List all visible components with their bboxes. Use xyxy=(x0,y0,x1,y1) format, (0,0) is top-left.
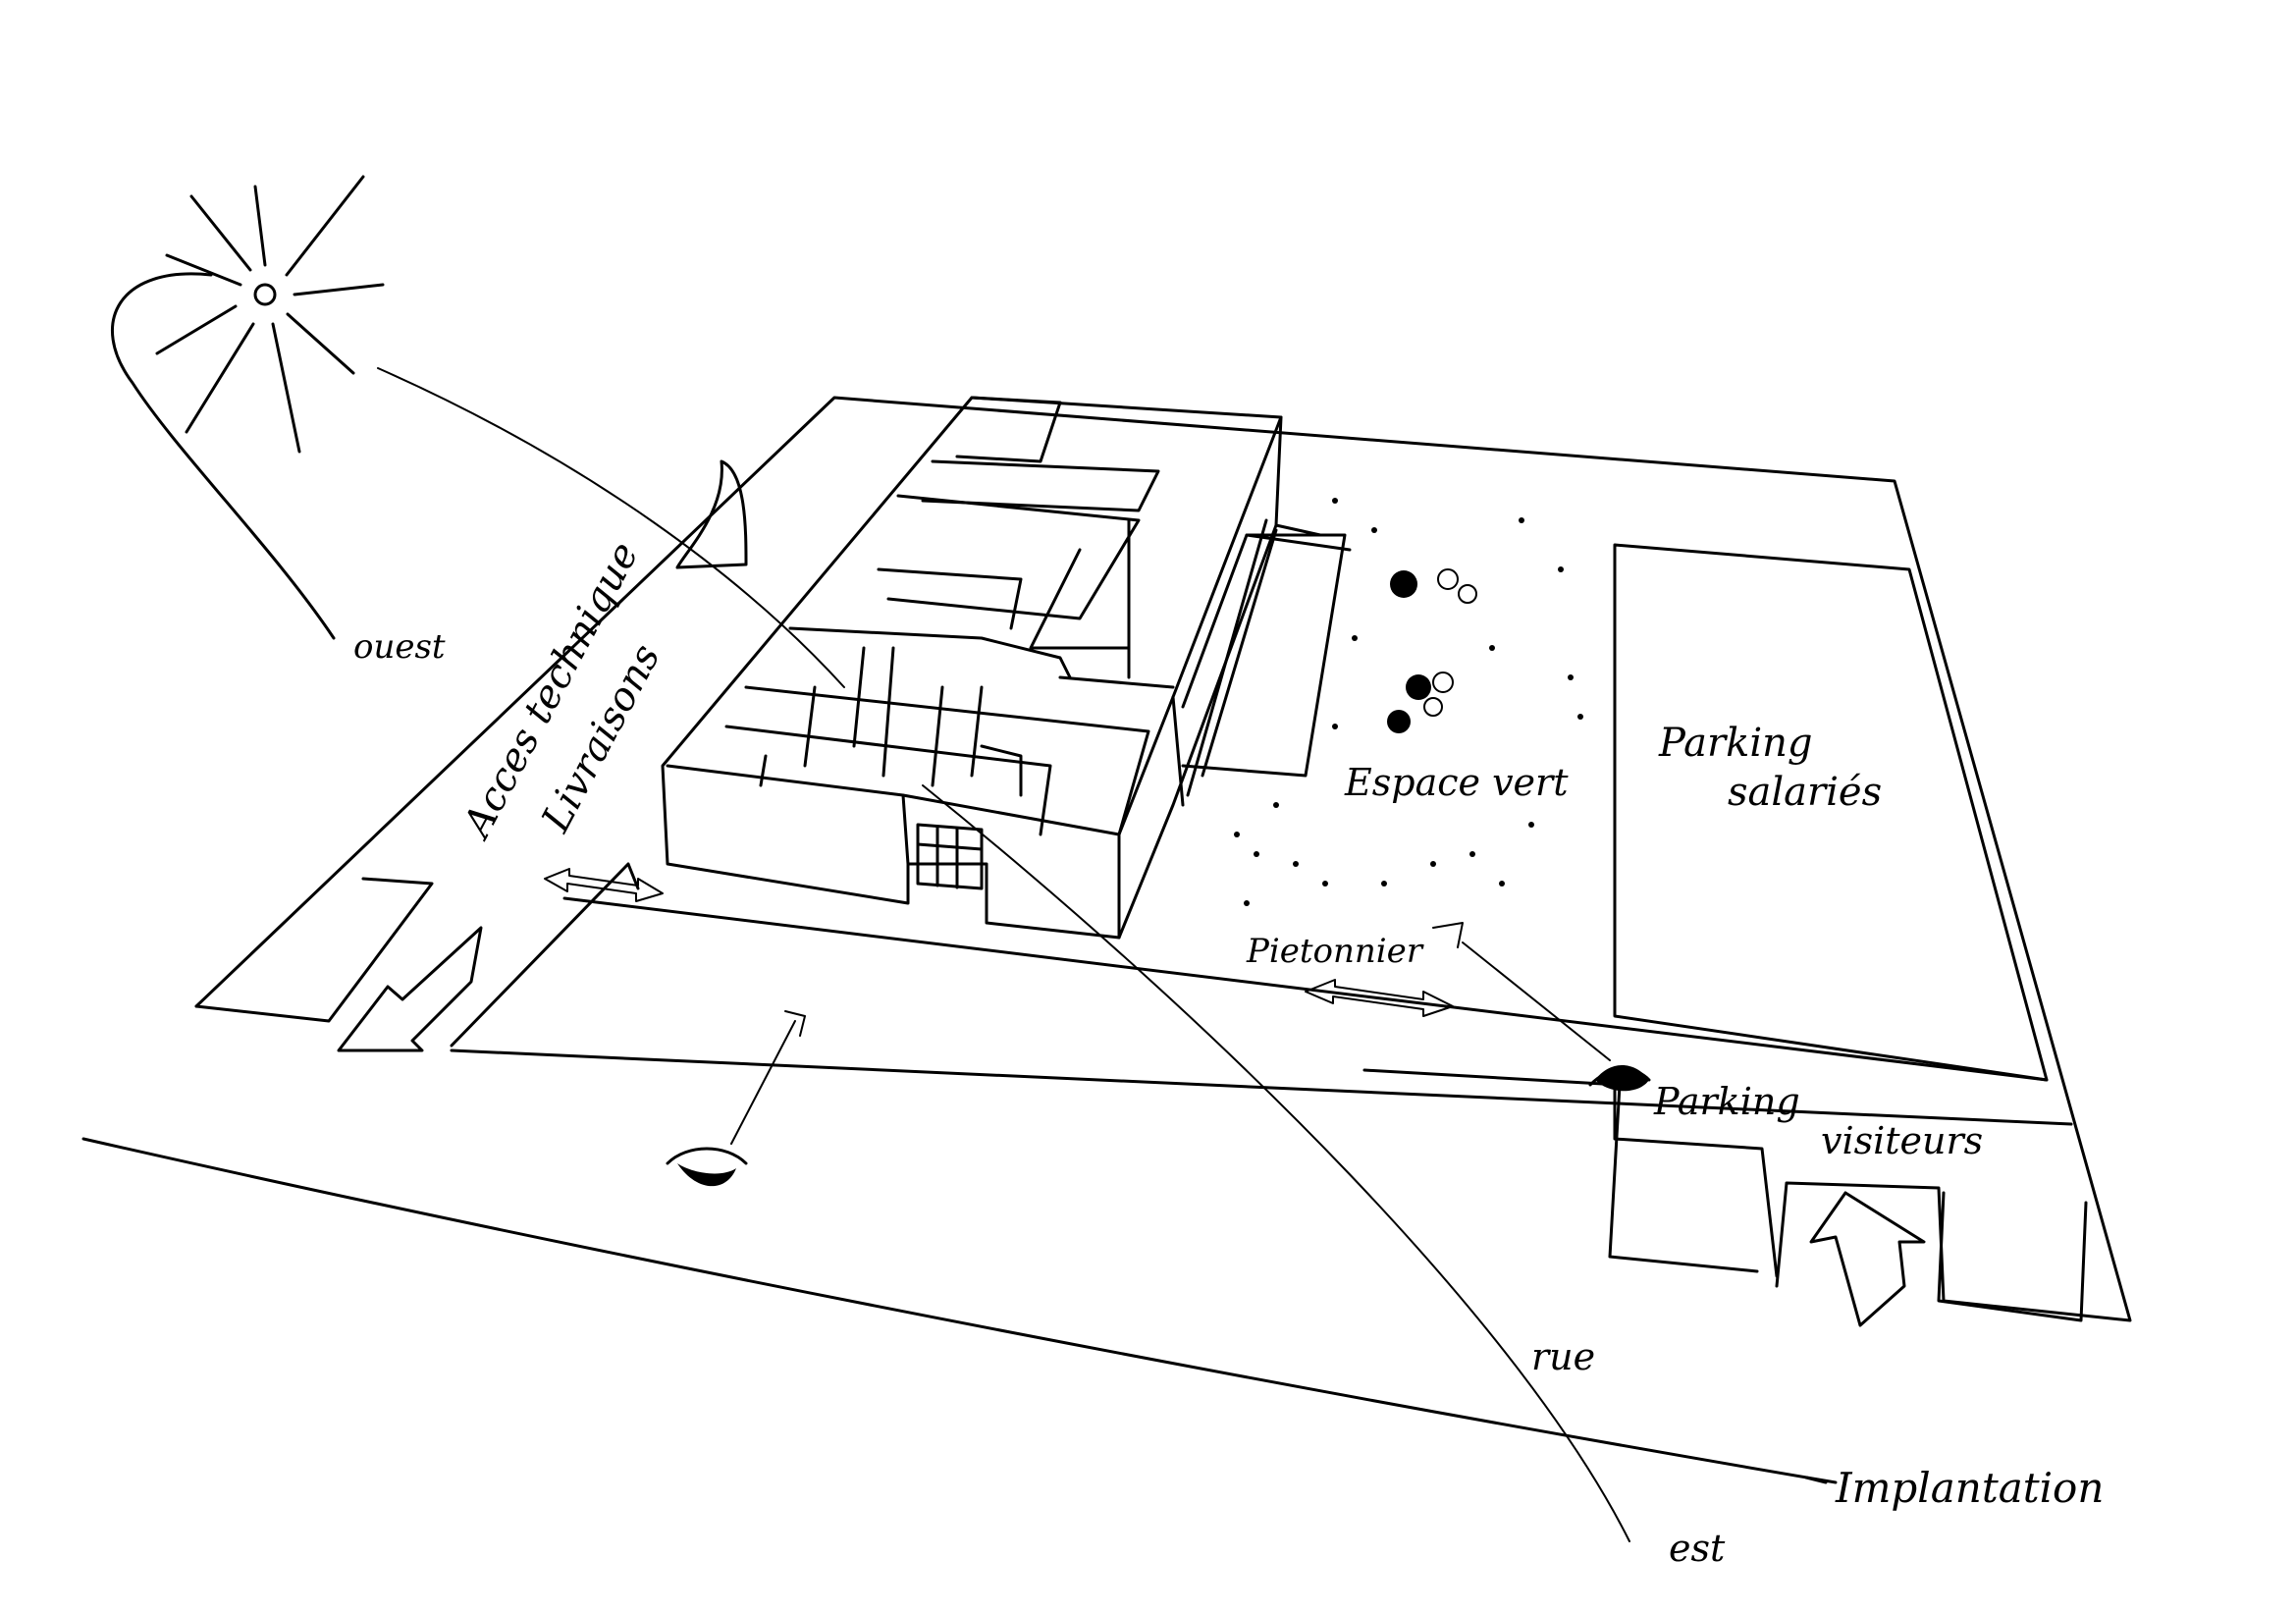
entry-arrow-left-icon xyxy=(337,926,483,1052)
street-line-upper xyxy=(450,1048,2073,1126)
label-pietonnier: Pietonnier xyxy=(1246,932,1424,971)
tree-icon xyxy=(1387,568,1477,733)
label-espace-vert: Espace vert xyxy=(1344,761,1569,804)
label-est: est xyxy=(1669,1527,1726,1570)
parking-visiteurs-area xyxy=(1613,1088,2088,1322)
sun-ray-line xyxy=(377,367,845,688)
parking-salaries-area xyxy=(1613,543,2049,1082)
entry-arrow-right-icon xyxy=(1809,1191,1926,1327)
sun-icon xyxy=(110,175,385,640)
label-ouest: ouest xyxy=(353,627,446,667)
label-parking-salaries-2: salariés xyxy=(1728,770,1882,815)
label-implantation: Implantation xyxy=(1835,1464,2104,1512)
double-arrow-icon xyxy=(544,868,664,902)
label-rue: rue xyxy=(1531,1335,1595,1378)
green-space-dots xyxy=(1234,498,1583,906)
double-arrow-pedestrian-icon xyxy=(1305,979,1454,1017)
eye-viewpoint-icon xyxy=(666,1010,806,1187)
label-parking-visiteurs-2: visiteurs xyxy=(1821,1119,1983,1162)
street-line-inner xyxy=(562,896,2049,1082)
label-parking-salaries-1: Parking xyxy=(1658,721,1812,766)
access-corner xyxy=(194,459,748,1048)
sun-ray-line-2 xyxy=(922,784,1630,1542)
street-line-lower xyxy=(81,1137,1838,1484)
building xyxy=(661,396,1352,940)
eye-viewpoint-icon xyxy=(1432,922,1651,1092)
site-outline xyxy=(194,396,2132,1322)
implantation-pointer xyxy=(1804,1476,1828,1484)
label-parking-visiteurs-1: Parking xyxy=(1653,1080,1800,1123)
